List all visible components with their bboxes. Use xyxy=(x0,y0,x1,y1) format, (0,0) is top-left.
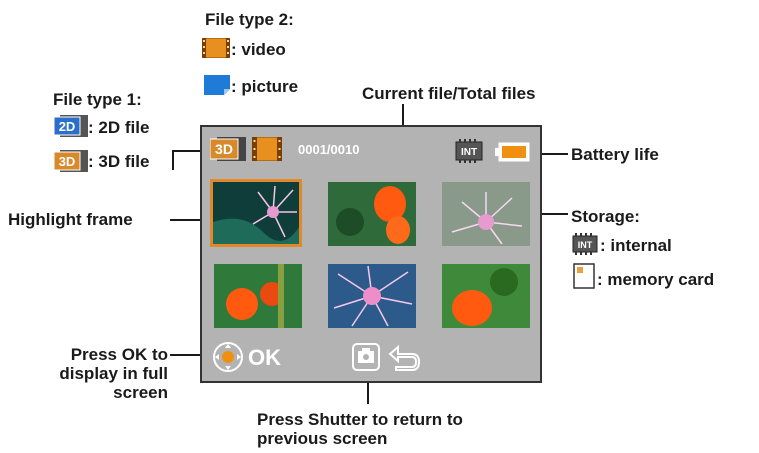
internal-storage-icon: INT xyxy=(572,233,598,255)
return-arrow-icon[interactable] xyxy=(388,343,420,371)
label-file-type-1: File type 1: xyxy=(53,90,142,109)
3d-badge-text: 3D xyxy=(59,154,76,169)
thumbnail-5[interactable] xyxy=(328,264,416,328)
thumbnail-2[interactable] xyxy=(328,182,416,246)
mode-badge-text: 3D xyxy=(215,141,233,157)
label-internal: : internal xyxy=(600,236,672,255)
leader-file-type-1-h xyxy=(172,150,212,152)
thumbnail-5-image xyxy=(328,264,416,328)
label-press-ok-3: screen xyxy=(113,383,168,402)
thumbnail-4[interactable] xyxy=(214,264,302,328)
dpad-ok-icon[interactable] xyxy=(212,341,244,373)
label-current-file: Current file/Total files xyxy=(362,84,536,103)
thumbnail-6[interactable] xyxy=(442,264,530,328)
2d-badge-text: 2D xyxy=(59,119,76,134)
label-memory-card: : memory card xyxy=(597,270,715,289)
3d-mode-badge-icon: 3D xyxy=(210,137,246,161)
leader-highlight xyxy=(170,219,212,221)
2d-file-icon: 2D xyxy=(54,115,88,137)
battery-icon xyxy=(495,142,530,162)
camera-screen: 3D 0001/0010 INT xyxy=(200,125,542,383)
thumbnail-6-image xyxy=(442,264,530,328)
shutter-icon[interactable] xyxy=(352,343,380,371)
label-battery: Battery life xyxy=(571,145,659,164)
ok-label: OK xyxy=(248,345,281,370)
picture-file-icon xyxy=(204,75,230,95)
thumbnail-2-image xyxy=(328,182,416,246)
thumbnail-1[interactable] xyxy=(210,179,302,247)
leader-press-ok xyxy=(170,354,212,356)
internal-storage-status-icon: INT xyxy=(455,139,483,163)
label-highlight-frame: Highlight frame xyxy=(8,210,133,229)
label-press-shutter-1: Press Shutter to return to xyxy=(257,410,463,429)
video-file-icon xyxy=(202,38,230,58)
int-legend-text: INT xyxy=(578,240,593,250)
label-picture: : picture xyxy=(231,77,299,96)
label-file-type-2: File type 2: xyxy=(205,10,294,29)
label-3d-file: : 3D file xyxy=(88,152,150,171)
memory-card-icon xyxy=(573,263,595,289)
video-type-icon xyxy=(252,137,282,161)
storage-badge-text: INT xyxy=(461,147,477,158)
leader-press-shutter xyxy=(367,362,369,404)
3d-file-icon: 3D xyxy=(54,150,88,172)
leader-battery xyxy=(530,153,568,155)
thumbnail-1-image xyxy=(213,182,299,244)
file-counter: 0001/0010 xyxy=(298,142,360,157)
label-2d-file: : 2D file xyxy=(88,118,150,137)
thumbnail-3[interactable] xyxy=(442,182,530,246)
label-press-ok-1: Press OK to xyxy=(70,345,168,364)
label-press-ok-2: display in full xyxy=(59,364,168,383)
thumbnail-3-image xyxy=(442,182,530,246)
label-press-shutter-2: previous screen xyxy=(257,429,388,448)
label-video: : video xyxy=(231,40,286,59)
label-storage: Storage: xyxy=(571,207,640,226)
leader-file-type-1-v xyxy=(172,150,174,170)
thumbnail-4-image xyxy=(214,264,302,328)
